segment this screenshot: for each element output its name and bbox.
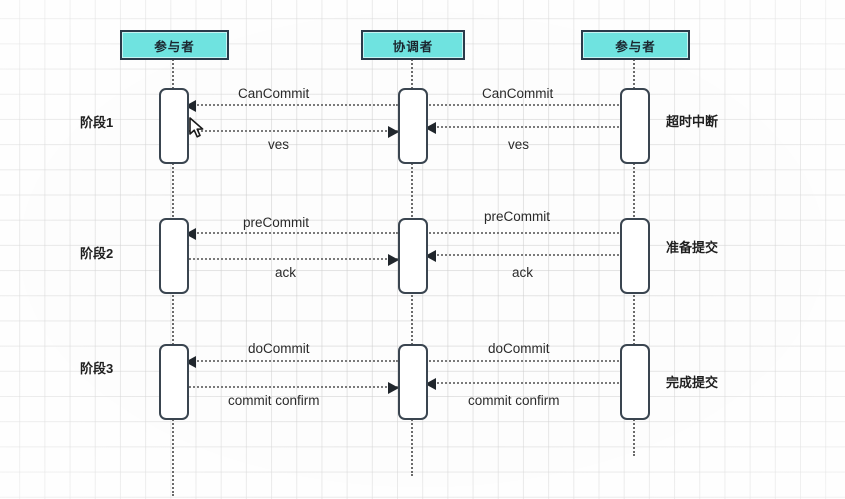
phase-label-3: 阶段3 [80, 361, 114, 376]
activation-bar[interactable] [159, 344, 189, 420]
phase-label-1: 阶段1 [80, 115, 114, 130]
message-arrow [185, 100, 398, 112]
message-arrow [425, 378, 646, 390]
activation-bar[interactable] [398, 344, 428, 420]
activation-bar[interactable] [620, 218, 650, 294]
note-prepare-commit: 准备提交 [666, 240, 719, 255]
message-label-yes-right: ves [508, 137, 530, 152]
actor-label: 协调者 [392, 39, 434, 54]
message-arrow [185, 228, 398, 240]
arrow-head-icon [425, 250, 436, 262]
activation-bar[interactable] [620, 88, 650, 164]
message-label-precommit-right: preCommit [484, 209, 551, 224]
activation-bar[interactable] [159, 88, 189, 164]
activation-bar[interactable] [620, 344, 650, 420]
actor-box-coordinator[interactable]: 协调者 [361, 30, 465, 60]
message-label-commit-confirm-right: commit confirm [468, 393, 560, 408]
activation-bar[interactable] [159, 218, 189, 294]
message-label-yes-left: ves [268, 137, 290, 152]
message-arrow [425, 250, 646, 262]
message-arrow [426, 100, 647, 112]
message-label-cancommit-right: CanCommit [482, 86, 554, 101]
arrow-head-icon [185, 228, 196, 240]
message-arrow [426, 228, 647, 240]
arrow-head-icon [388, 126, 399, 138]
arrow-head-icon [388, 254, 399, 266]
message-arrow [426, 356, 647, 368]
actor-box-participant-left[interactable]: 参与者 [120, 30, 229, 60]
message-label-ack-right: ack [512, 265, 534, 280]
note-timeout-interrupt: 超时中断 [666, 114, 719, 129]
message-arrow [185, 356, 398, 368]
arrow-head-icon [425, 378, 436, 390]
arrow-head-icon [185, 100, 196, 112]
note-complete-commit: 完成提交 [666, 375, 719, 390]
arrow-head-icon [185, 356, 196, 368]
message-label-commit-confirm-left: commit confirm [228, 393, 320, 408]
message-label-ack-left: ack [275, 265, 297, 280]
actor-label: 参与者 [615, 39, 656, 54]
phase-label-2: 阶段2 [80, 246, 114, 261]
message-label-precommit-left: preCommit [243, 215, 310, 230]
message-arrow [186, 126, 399, 138]
arrow-head-icon [388, 382, 399, 394]
actor-label: 参与者 [154, 39, 195, 54]
activation-bar[interactable] [398, 218, 428, 294]
arrow-head-icon [425, 122, 436, 134]
activation-bar[interactable] [398, 88, 428, 164]
message-arrow [186, 254, 399, 266]
message-label-docommit-right: doCommit [488, 341, 550, 356]
message-label-cancommit-left: CanCommit [238, 86, 310, 101]
message-arrow [425, 122, 646, 134]
actor-box-participant-right[interactable]: 参与者 [581, 30, 690, 60]
mouse-pointer-icon [189, 117, 204, 138]
message-arrow [186, 382, 399, 394]
message-label-docommit-left: doCommit [248, 341, 310, 356]
